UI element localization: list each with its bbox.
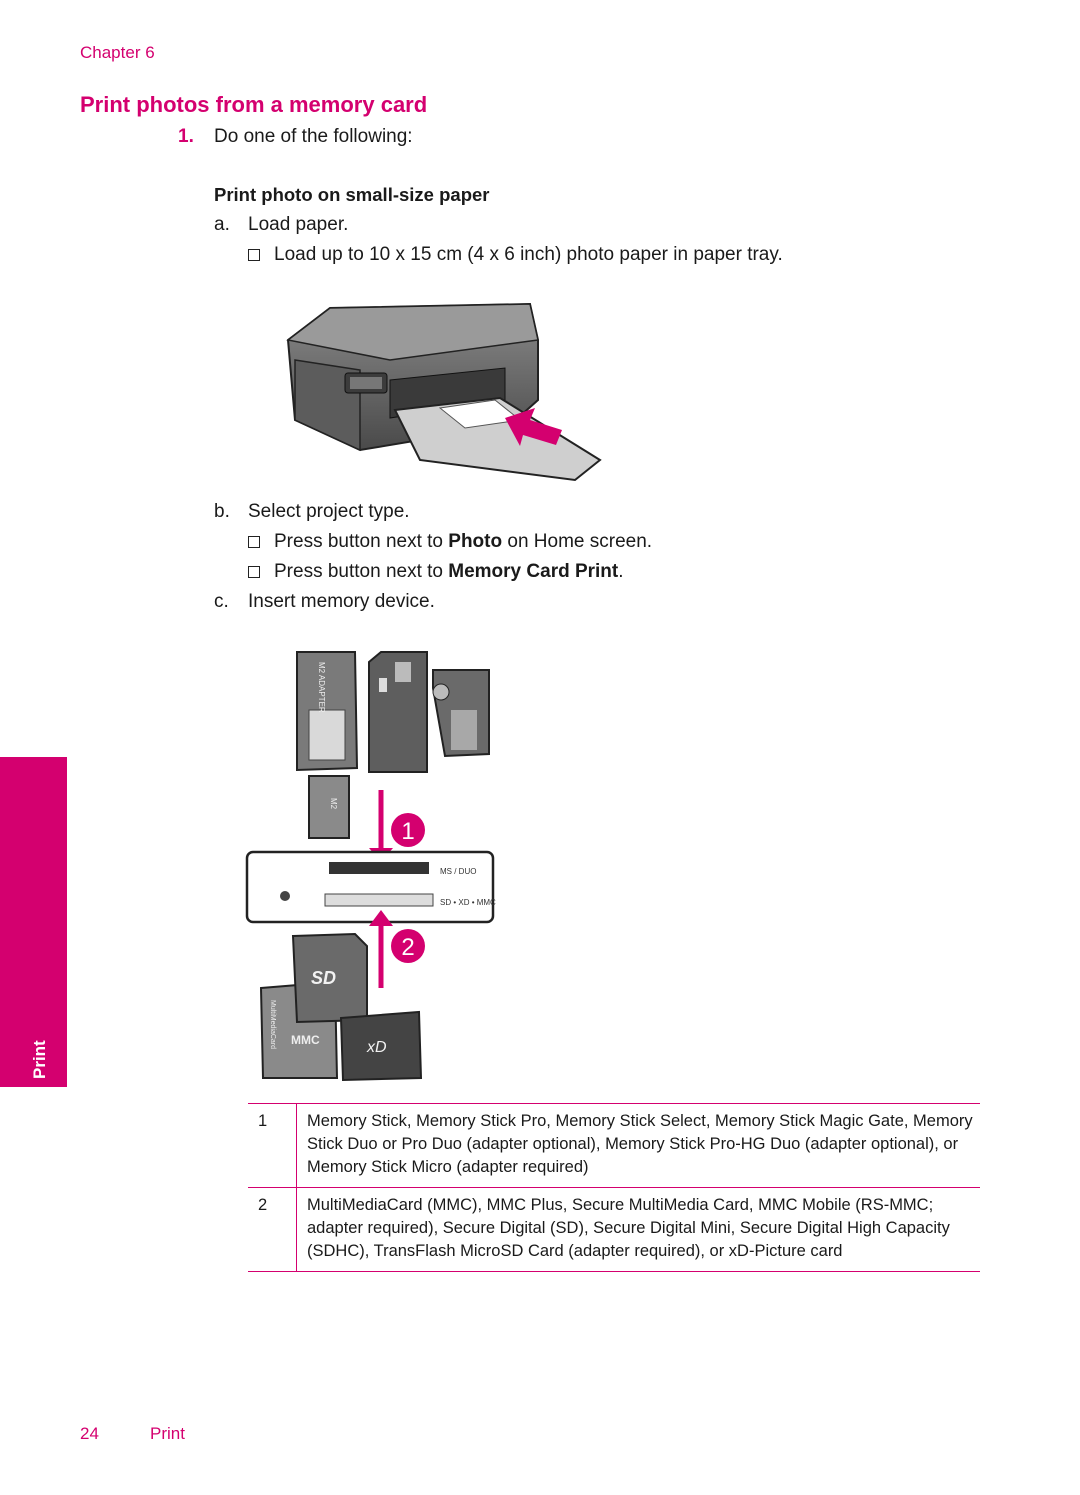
legend-table: 1 Memory Stick, Memory Stick Pro, Memory… — [248, 1103, 980, 1272]
bullet-text: Press button next to — [274, 561, 449, 582]
printer-illustration — [286, 302, 602, 482]
step-b: b. Select project type. — [214, 501, 410, 523]
page-title: Print photos from a memory card — [80, 92, 428, 117]
step-b-letter: b. — [214, 501, 230, 522]
step-text: Do one of the following: — [214, 126, 413, 147]
step-b-text: Select project type. — [248, 501, 410, 522]
checkbox-icon — [248, 566, 260, 578]
side-tab: Print — [0, 757, 67, 1087]
m2-label: M2 — [329, 798, 338, 810]
step-a-text: Load paper. — [248, 214, 349, 235]
step-number: 1. — [178, 126, 194, 147]
callout-2: 2 — [401, 934, 414, 961]
bullet-bold: Memory Card Print — [448, 561, 619, 582]
legend-number: 2 — [248, 1187, 297, 1272]
checkbox-icon — [248, 536, 260, 548]
memory-card-illustration: M2 ADAPTER M2 1 MS / DUO SD • XD • MMC 2… — [245, 651, 496, 1082]
legend-text: MultiMediaCard (MMC), MMC Plus, Secure M… — [296, 1187, 980, 1272]
bullet-text: Press button next to — [274, 531, 449, 552]
bullet-text: on Home screen. — [502, 531, 653, 552]
step-a-bullet-text: Load up to 10 x 15 cm (4 x 6 inch) photo… — [274, 244, 783, 265]
step-c: c. Insert memory device. — [214, 591, 435, 613]
mmc-logo: MMC — [291, 1033, 320, 1047]
legend-number: 1 — [248, 1103, 297, 1188]
mmc-side-label: MultiMediaCard — [269, 1000, 276, 1049]
xd-logo: xD — [366, 1039, 387, 1056]
step-a-letter: a. — [214, 214, 230, 235]
footer-section: Print — [150, 1424, 185, 1443]
step-c-letter: c. — [214, 591, 229, 612]
callout-1: 1 — [401, 818, 414, 845]
m2-adapter-label: M2 ADAPTER — [317, 662, 326, 713]
page-number: 24 — [80, 1424, 99, 1443]
step-1: 1. Do one of the following: — [178, 126, 413, 148]
legend-text: Memory Stick, Memory Stick Pro, Memory S… — [296, 1103, 980, 1188]
side-tab-label: Print — [30, 1040, 49, 1079]
table-row: 1 Memory Stick, Memory Stick Pro, Memory… — [248, 1103, 980, 1188]
step-b-bullet-2: Press button next to Memory Card Print. — [248, 561, 624, 583]
bullet-text: . — [618, 561, 624, 582]
step-c-text: Insert memory device. — [248, 591, 435, 612]
bullet-bold: Photo — [448, 531, 503, 552]
checkbox-icon — [248, 249, 260, 261]
sd-logo: SD — [311, 968, 336, 988]
table-row: 2 MultiMediaCard (MMC), MMC Plus, Secure… — [248, 1187, 980, 1272]
chapter-label: Chapter 6 — [80, 43, 155, 62]
step-a: a. Load paper. — [214, 214, 348, 236]
slot-ms-label: MS / DUO — [440, 867, 476, 876]
step-a-bullet: Load up to 10 x 15 cm (4 x 6 inch) photo… — [248, 244, 783, 266]
step-b-bullet-1: Press button next to Photo on Home scree… — [248, 531, 652, 553]
subheading: Print photo on small-size paper — [214, 184, 490, 205]
slot-sd-label: SD • XD • MMC — [440, 898, 496, 907]
